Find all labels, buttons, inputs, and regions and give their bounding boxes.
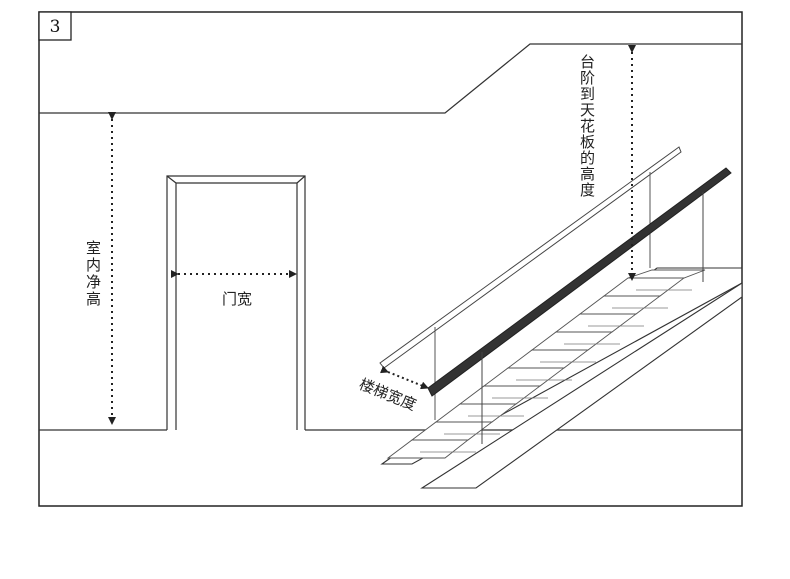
- panel-number: 3: [50, 17, 61, 37]
- handrail-right: [427, 167, 732, 444]
- step-to-ceiling-label: 台阶到天花板的高度: [578, 54, 596, 198]
- stair-treads: [386, 269, 706, 459]
- ceiling-line: [39, 43, 742, 114]
- stair-riser-lines: [420, 289, 692, 453]
- door-frame: [166, 175, 306, 430]
- stair-stringer-front: [420, 281, 743, 489]
- door-width-label: 门宽: [222, 290, 252, 308]
- ceiling-height-label: 室内净高: [84, 240, 102, 308]
- stair-width-dimension: [380, 365, 429, 390]
- stair-width-label: 楼梯宽度: [357, 375, 419, 414]
- panel-number-badge: 3: [38, 11, 72, 41]
- diagram-frame: [38, 11, 743, 507]
